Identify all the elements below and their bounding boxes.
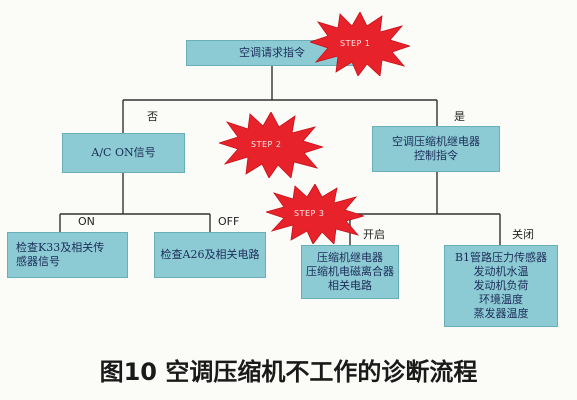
node-check-k33: 检查K33及相关传 感器信号 [7, 232, 128, 278]
node-ac-on-signal: A/C ON信号 [62, 133, 185, 173]
figure-caption: 图10 空调压缩机不工作的诊断流程 [99, 358, 478, 386]
step-2-burst-shape [219, 112, 323, 178]
step-1-burst: STEP 1 [310, 12, 410, 76]
edge-label-open: 开启 [363, 228, 385, 241]
step-2-label: STEP 2 [251, 140, 282, 149]
step-2-burst: STEP 2 [219, 112, 323, 178]
node-sensors-list-line-2: 发动机水温 [473, 265, 529, 278]
node-ac-request-line-1: 空调请求指令 [239, 46, 305, 59]
node-compressor-relay-command-line-2: 控制指令 [414, 149, 458, 162]
node-check-k33-line-2: 感器信号 [16, 255, 60, 268]
node-ac-request: 空调请求指令 [186, 40, 358, 66]
edge-label-no: 否 [147, 110, 158, 123]
edge-label-close: 关闭 [512, 228, 534, 241]
node-compressor-relay-command-line-1: 空调压缩机继电器 [392, 135, 480, 148]
step-1-label: STEP 1 [340, 39, 371, 48]
node-compressor-components-line-3: 相关电路 [328, 279, 372, 292]
node-check-a26-line-1: 检查A26及相关电路 [160, 248, 260, 261]
node-compressor-relay-command: 空调压缩机继电器 控制指令 [372, 126, 500, 172]
edge-label-yes: 是 [454, 110, 465, 123]
node-check-k33-line-1: 检查K33及相关传 [16, 241, 105, 254]
node-sensors-list-line-1: B1管路压力传感器 [454, 251, 548, 264]
edge-label-off: OFF [218, 215, 240, 228]
node-check-a26: 检查A26及相关电路 [154, 232, 266, 278]
step-1-burst-shape [310, 12, 410, 76]
node-sensors-list-line-5: 蒸发器温度 [473, 307, 529, 320]
node-ac-on-signal-line-1: A/C ON信号 [91, 146, 156, 159]
node-sensors-list-line-3: 发动机负荷 [473, 279, 529, 292]
edge-label-on: ON [78, 215, 95, 228]
node-sensors-list-line-4: 环境温度 [479, 293, 523, 306]
node-compressor-components: 压缩机继电器 压缩机电磁离合器 相关电路 [301, 245, 399, 299]
node-compressor-components-line-1: 压缩机继电器 [317, 251, 383, 264]
step-3-burst-shape [266, 184, 364, 244]
step-3-burst: STEP 3 [266, 184, 364, 244]
node-sensors-list: B1管路压力传感器 发动机水温 发动机负荷 环境温度 蒸发器温度 [444, 245, 558, 327]
node-compressor-components-line-2: 压缩机电磁离合器 [306, 265, 394, 278]
step-3-label: STEP 3 [294, 209, 325, 218]
